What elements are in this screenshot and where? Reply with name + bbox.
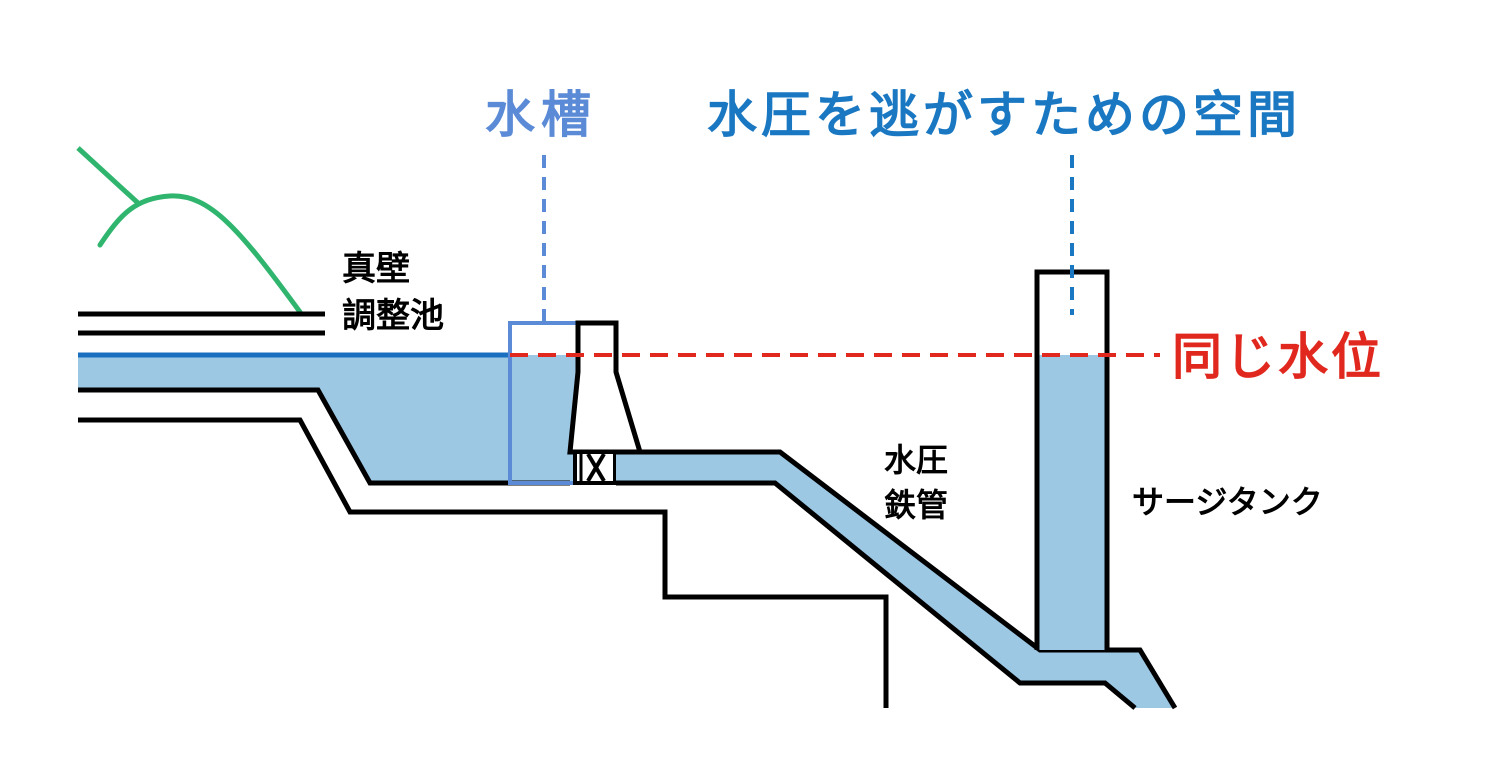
reservoir-label-line2: 調整池 (342, 296, 444, 336)
penstock-label-line2: 鉄管 (884, 486, 948, 524)
reservoir-label-line1: 真壁 (342, 249, 410, 289)
surge-tank-water (1037, 355, 1107, 650)
same-level-label: 同じ水位 (1172, 328, 1384, 386)
intake-tower (567, 320, 644, 485)
channel-bed-inner (78, 387, 570, 486)
surge-tank-label: サージタンク (1132, 483, 1323, 521)
reservoir-water (78, 355, 578, 483)
hill-icon (76, 146, 303, 315)
ground-profile (78, 417, 889, 708)
penstock-outline-lower (616, 480, 1137, 710)
pressure-space-label: 水圧を逃がすための空間 (707, 86, 1301, 144)
dam-crest-lines (78, 311, 325, 336)
penstock-label-line1: 水圧 (884, 441, 948, 479)
suisou-label: 水槽 (485, 86, 597, 144)
